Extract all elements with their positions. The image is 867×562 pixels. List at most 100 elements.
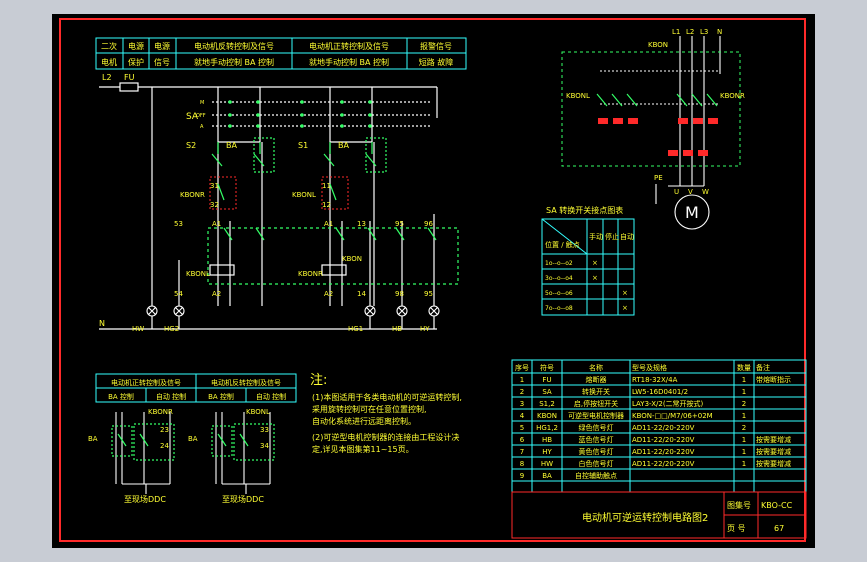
parts-head-2: 名称	[589, 363, 603, 372]
parts-cell-5-5: 按需要增减	[756, 435, 791, 444]
t13: 13	[357, 220, 366, 228]
parts-head-1: 符号	[540, 363, 554, 372]
parts-cell-5-4: 1	[742, 436, 746, 444]
t14: 14	[357, 290, 366, 298]
sa-row-2-label: 5o--o--o6	[545, 290, 573, 297]
motor-contacts	[596, 93, 718, 107]
t12: 12	[322, 201, 331, 209]
s1-label: S1	[298, 141, 308, 150]
ll-t33: 33	[260, 426, 269, 434]
sa-table-head-2: 停止	[605, 232, 619, 241]
ll-t24: 24	[160, 442, 169, 450]
header-cell-3-b: 就地手动控制 BA 控制	[194, 57, 274, 67]
parts-cell-2-3: LAY3-X/2(二常开按式)	[632, 399, 704, 408]
motor-kbon: KBON	[648, 41, 668, 49]
parts-cell-4-1: HG1,2	[536, 424, 558, 432]
parts-cell-4-4: 2	[742, 424, 746, 432]
parts-cell-0-0: 1	[520, 376, 524, 384]
parts-cell-7-2: 白色信号灯	[579, 459, 614, 468]
sa-table-head-0: 位置 / 触点	[545, 240, 580, 249]
parts-cell-6-2: 黄色信号灯	[579, 447, 614, 456]
parts-cell-7-4: 1	[742, 460, 746, 468]
notes-line-3: (2)可逆型电机控制器的连接由工程设计决	[312, 432, 459, 442]
t32: 32	[210, 201, 219, 209]
parts-cell-7-3: AD11-22/20-220V	[632, 460, 695, 468]
phase-l1: L1	[672, 28, 680, 36]
ll-header-0: 电动机正转控制及信号	[111, 378, 181, 387]
sa-pos-off: OFF	[196, 113, 206, 119]
ll-ba-2: BA	[188, 435, 198, 443]
parts-cell-2-4: 2	[742, 400, 746, 408]
phase-l3: L3	[700, 28, 708, 36]
motor-v: V	[688, 188, 693, 196]
parts-head-3: 型号及规格	[632, 363, 667, 372]
parts-cell-8-1: BA	[542, 472, 552, 480]
main-circuit	[99, 82, 438, 330]
t96: 96	[424, 220, 433, 228]
lower-left-table	[95, 373, 297, 403]
notes-line-2: 自动化系统进行远距离控制。	[312, 416, 416, 426]
ba-label-right: BA	[338, 141, 349, 150]
page-label: 页 号	[727, 524, 746, 533]
sa-row-2-c3: ×	[622, 289, 628, 297]
parts-cell-0-2: 熔断器	[586, 375, 607, 384]
parts-cell-1-4: 1	[742, 388, 746, 396]
sa-pos-a: A	[200, 124, 204, 130]
header-cell-5-b: 短路 故障	[419, 57, 454, 67]
phase-l2: L2	[686, 28, 694, 36]
parts-cell-0-4: 1	[742, 376, 746, 384]
parts-cell-4-3: AD11-22/20-220V	[632, 424, 695, 432]
parts-cell-6-5: 按需要增减	[756, 447, 791, 456]
coil-kbonl-label: KBONL	[186, 270, 210, 278]
parts-cell-5-1: HB	[542, 436, 552, 444]
motor-relays	[598, 118, 718, 156]
parts-cell-3-2: 可逆型电机控制器	[568, 411, 624, 420]
sa-pos-m: M	[200, 100, 204, 106]
t11: 11	[322, 182, 331, 190]
parts-cell-7-0: 8	[520, 460, 524, 468]
t98: 98	[395, 290, 404, 298]
notes-line-0: (1)本图适用于各类电动机的可逆运转控制,	[312, 392, 462, 402]
signal-lamps	[146, 305, 440, 317]
l2-label: L2	[102, 73, 112, 82]
header-cell-0-a: 二次	[101, 41, 117, 51]
header-cell-4-a: 电动机正转控制及信号	[309, 41, 389, 51]
sa-table-grid	[541, 218, 635, 316]
sa-table-title: SA 转换开关接点图表	[546, 205, 623, 215]
interlock-boxes	[209, 176, 349, 210]
parts-cell-8-0: 9	[520, 472, 524, 480]
motor-m: M	[685, 203, 699, 222]
motor-kbonr: KBONR	[720, 92, 745, 100]
t95b: 95	[424, 290, 433, 298]
parts-cell-3-0: 4	[520, 412, 525, 420]
a2-left: A2	[212, 290, 221, 298]
lamp-hb: HB	[392, 325, 402, 333]
n-label: N	[99, 319, 105, 328]
header-cell-1-a: 电源	[128, 41, 144, 51]
page-value: 67	[774, 524, 784, 533]
sa-contacts	[228, 100, 372, 128]
header-table	[95, 37, 467, 70]
header-cell-2-b: 信号	[154, 57, 170, 67]
ll-t34: 34	[260, 442, 269, 450]
ll-kbonr: KBONR	[148, 408, 173, 416]
kbonl-label: KBONL	[292, 191, 316, 199]
parts-cell-6-3: AD11-22/20-220V	[632, 448, 695, 456]
kbonr-label: KBONR	[180, 191, 205, 199]
t95: 95	[395, 220, 404, 228]
parts-cell-5-2: 蓝色信号灯	[579, 435, 614, 444]
motor-pe: PE	[654, 174, 663, 182]
parts-cell-2-0: 3	[520, 400, 524, 408]
sa-row-0-c1: ×	[592, 259, 598, 267]
lamp-hg1: HG1	[348, 325, 363, 333]
ll-sub-0: BA 控制	[108, 392, 134, 401]
sa-row-0-label: 1o--o--o2	[545, 260, 573, 267]
parts-cell-1-0: 2	[520, 388, 524, 396]
a2-right: A2	[324, 290, 333, 298]
lower-left-contacts	[111, 423, 275, 461]
parts-cell-3-3: KBON-□□/M7/06+02M	[632, 412, 713, 420]
t54: 54	[174, 290, 183, 298]
ll-sub-3: 自动 控制	[256, 392, 286, 401]
drawing-frame	[59, 18, 806, 542]
